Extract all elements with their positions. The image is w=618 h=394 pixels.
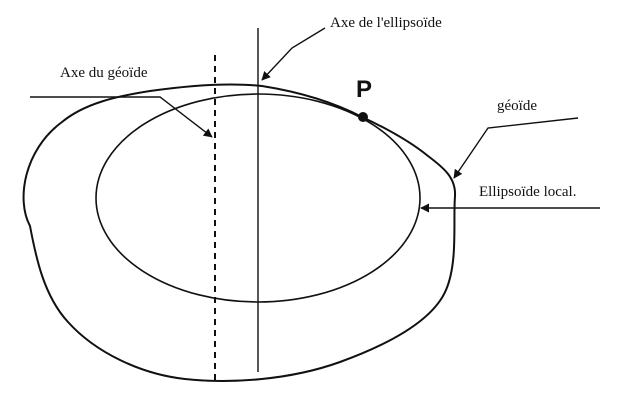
geoid-axis-leader: [30, 97, 212, 137]
geoid-leader: [454, 118, 578, 178]
label-geoide: géoïde: [497, 98, 537, 114]
label-ellipsoide-local: Ellipsoïde local.: [479, 184, 576, 200]
label-point-p: P: [356, 76, 372, 103]
label-axe-ellipsoide: Axe de l'ellipsoïde: [330, 15, 442, 31]
label-axe-geoide: Axe du géoïde: [60, 65, 148, 81]
ellipsoid-axis-leader: [262, 28, 325, 80]
point-p: [358, 112, 368, 122]
geoid-outline: [24, 84, 456, 381]
